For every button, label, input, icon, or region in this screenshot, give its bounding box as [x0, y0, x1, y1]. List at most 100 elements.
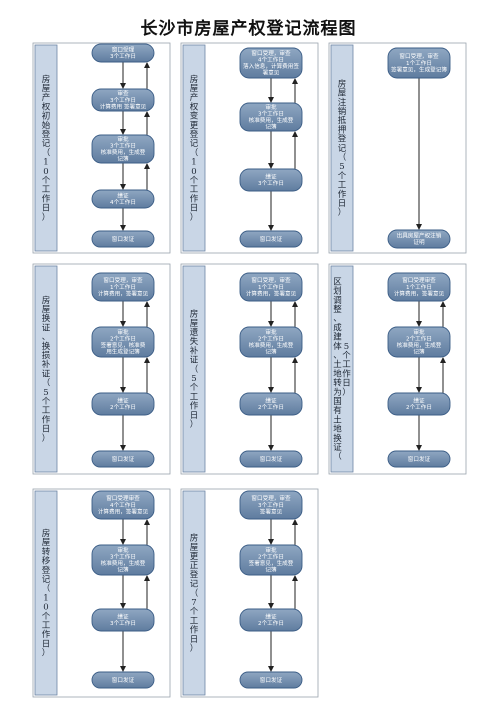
step-text: 签署意见，核准费	[101, 341, 146, 349]
process-step: 窗口发证	[387, 450, 451, 468]
step-text: 3个工作日	[110, 619, 136, 627]
step-text: 窗口发证	[112, 235, 135, 243]
step-box	[91, 272, 155, 302]
step-text: 3个工作日	[110, 96, 136, 104]
step-box	[239, 490, 303, 520]
step-text: 2个工作日	[258, 403, 284, 411]
step-text: 窗口发证	[112, 455, 135, 463]
step-box	[239, 47, 303, 79]
step-text: 2个工作日	[258, 619, 284, 627]
step-box	[91, 671, 155, 689]
process-step: 窗口发证	[91, 450, 155, 468]
step-text: 记簿	[265, 348, 277, 356]
step-text: 1个工作日	[406, 59, 432, 67]
step-text: 2个工作日	[258, 553, 284, 561]
step-text: 2个工作日	[258, 335, 284, 343]
step-box	[91, 544, 155, 576]
step-box	[91, 326, 155, 358]
step-text: 记簿	[117, 155, 129, 163]
step-text: 计算费用，签署意见	[98, 289, 149, 297]
step-text: 计算费用，签署意见	[98, 507, 149, 515]
process-label-bar	[182, 265, 206, 473]
step-box	[239, 450, 303, 468]
step-box	[91, 189, 155, 209]
step-box	[91, 230, 155, 248]
step-box	[387, 450, 451, 468]
step-text: 缮证	[265, 397, 277, 405]
process-label-bar	[34, 44, 58, 252]
process-label-bar	[330, 44, 354, 252]
process-step: 窗口发证	[239, 450, 303, 468]
step-box	[239, 544, 303, 576]
step-box	[91, 608, 155, 632]
step-text: 审批	[265, 546, 277, 554]
process-step: 窗口发证	[239, 230, 303, 248]
step-text: 署意见	[263, 69, 280, 77]
step-text: 记簿	[413, 348, 425, 356]
process-step: 窗口发证	[91, 671, 155, 689]
step-box	[387, 326, 451, 358]
step-box	[387, 272, 451, 302]
step-text: 核准费用，生成登	[397, 341, 442, 349]
step-box	[239, 272, 303, 302]
step-text: 审批	[413, 328, 425, 336]
step-text: 2个工作日	[110, 335, 136, 343]
step-text: 窗口受理	[112, 46, 135, 54]
step-text: 窗口受理，审查	[399, 52, 439, 60]
step-text: 用生成登记簿	[106, 348, 140, 356]
step-text: 签署意见，生成登记簿	[391, 65, 447, 73]
step-text: 2个工作日	[406, 335, 432, 343]
step-text: 4个工作日	[110, 501, 136, 509]
step-text: 记簿	[265, 123, 277, 131]
step-text: 缮证	[117, 192, 129, 200]
step-text: 核准费用，生成登	[101, 148, 146, 156]
step-text: 窗口发证	[260, 676, 283, 684]
step-text: 窗口受理审查	[106, 494, 140, 502]
step-text: 窗口受理，审查	[103, 276, 143, 284]
step-box	[91, 392, 155, 416]
step-text: 审批	[117, 546, 129, 554]
process-label-bar	[34, 265, 58, 473]
step-text: 3个工作日	[258, 501, 284, 509]
step-box	[239, 392, 303, 416]
process-label-bar	[182, 490, 206, 696]
step-text: 记簿	[265, 566, 277, 574]
step-text: 计算费用，签署意见	[246, 289, 297, 297]
step-text: 1个工作日	[258, 283, 284, 291]
step-text: 缮证	[265, 173, 277, 181]
step-text: 窗口发证	[408, 455, 431, 463]
step-text: 3个工作日	[110, 142, 136, 150]
step-text: 审批	[265, 328, 277, 336]
step-box	[239, 102, 303, 132]
step-text: 1个工作日	[110, 283, 136, 291]
step-box	[239, 326, 303, 358]
step-text: 审批	[117, 135, 129, 143]
step-text: 窗口受理审查	[402, 276, 436, 284]
process-label-bar	[34, 490, 58, 696]
